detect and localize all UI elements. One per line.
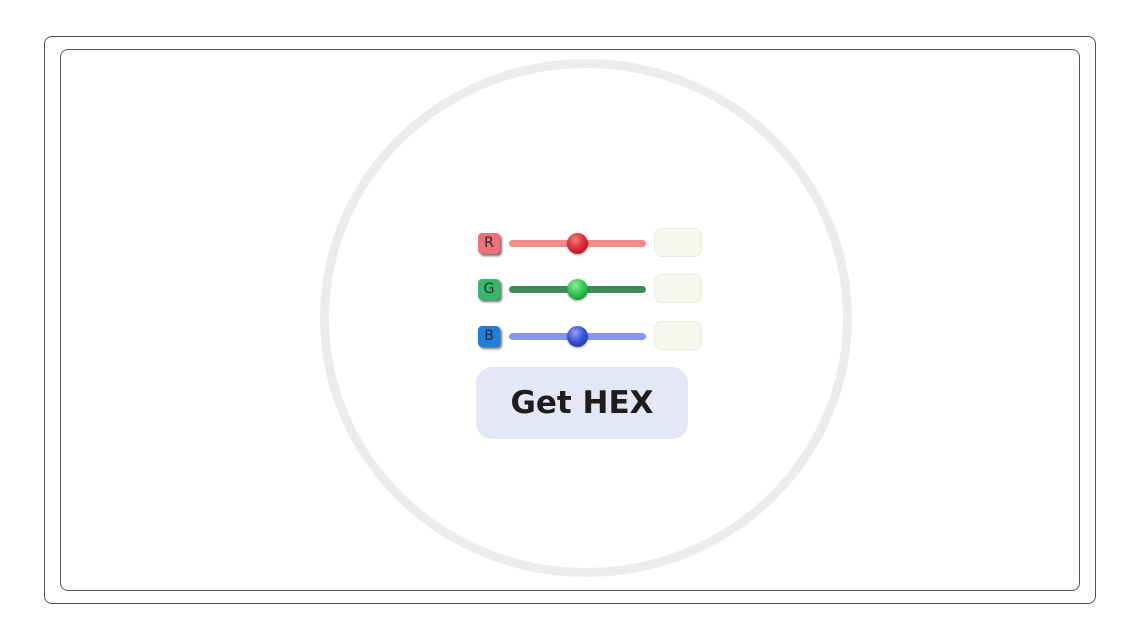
green-value-field[interactable] xyxy=(654,274,702,303)
red-channel-badge: R xyxy=(478,233,500,254)
blue-slider-thumb[interactable] xyxy=(567,326,588,347)
slider-row-green: G xyxy=(478,274,704,304)
red-value-field[interactable] xyxy=(654,228,702,257)
red-slider-thumb[interactable] xyxy=(567,233,588,254)
inner-frame xyxy=(60,49,1080,591)
blue-channel-badge: B xyxy=(478,326,500,347)
outer-frame xyxy=(44,36,1096,604)
green-slider-thumb[interactable] xyxy=(567,279,588,300)
circle-ring xyxy=(320,59,852,577)
get-hex-button[interactable]: Get HEX xyxy=(476,367,688,439)
slider-row-blue: B xyxy=(478,321,704,351)
slider-row-red: R xyxy=(478,228,704,258)
blue-value-field[interactable] xyxy=(654,321,702,350)
green-channel-badge: G xyxy=(478,279,500,300)
